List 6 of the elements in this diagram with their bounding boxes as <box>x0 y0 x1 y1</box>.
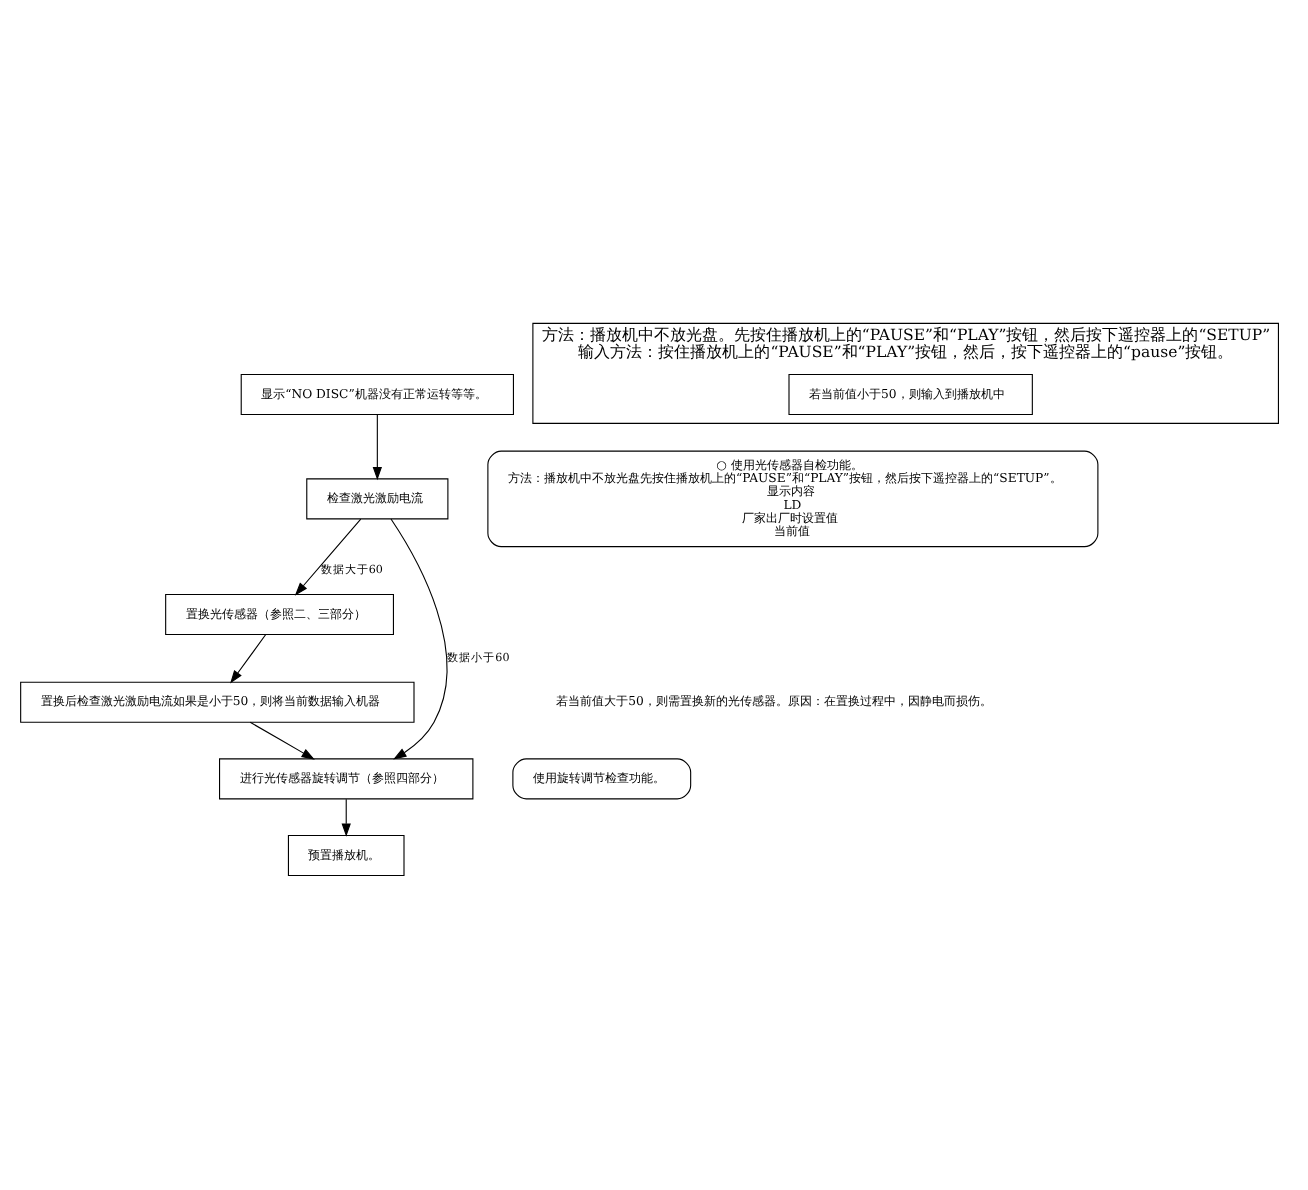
arrow <box>294 518 362 596</box>
arrow <box>230 634 267 684</box>
arrow <box>390 518 448 760</box>
arrow <box>249 721 315 760</box>
arrow <box>372 414 382 481</box>
arrow <box>341 798 351 837</box>
